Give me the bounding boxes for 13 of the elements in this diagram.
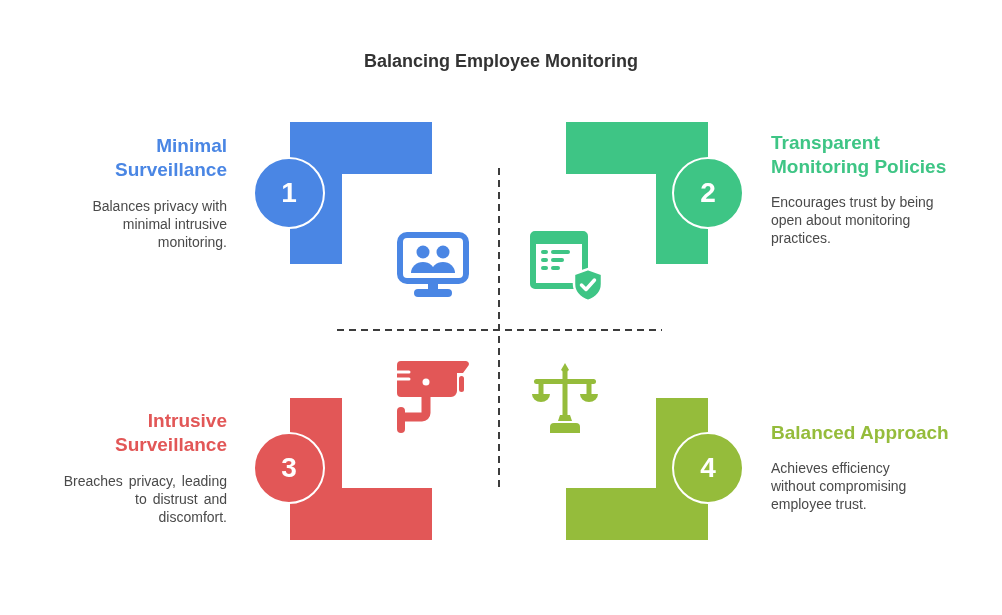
section-heading: Balanced Approach	[771, 421, 950, 445]
diagram-title: Balancing Employee Monitoring	[363, 50, 639, 72]
section-description: Breaches privacy, leading to distrust and discomfort.	[62, 472, 227, 526]
step-number: 4	[700, 453, 716, 483]
step-number: 1	[281, 178, 297, 208]
section-description: Achieves efficiency without compromising employee trust.	[771, 459, 908, 513]
step-number: 3	[281, 453, 297, 483]
step-number: 2	[700, 178, 716, 208]
section-heading: Minimal Surveillance	[114, 134, 227, 182]
section-description: Balances privacy with minimal intrusive monitoring.	[91, 197, 227, 251]
section-heading: Intrusive Surveillance	[114, 409, 227, 457]
section-heading: Transparent Monitoring Policies	[771, 131, 948, 179]
section-description: Encourages trust by being open about monitoring practices.	[771, 193, 935, 247]
